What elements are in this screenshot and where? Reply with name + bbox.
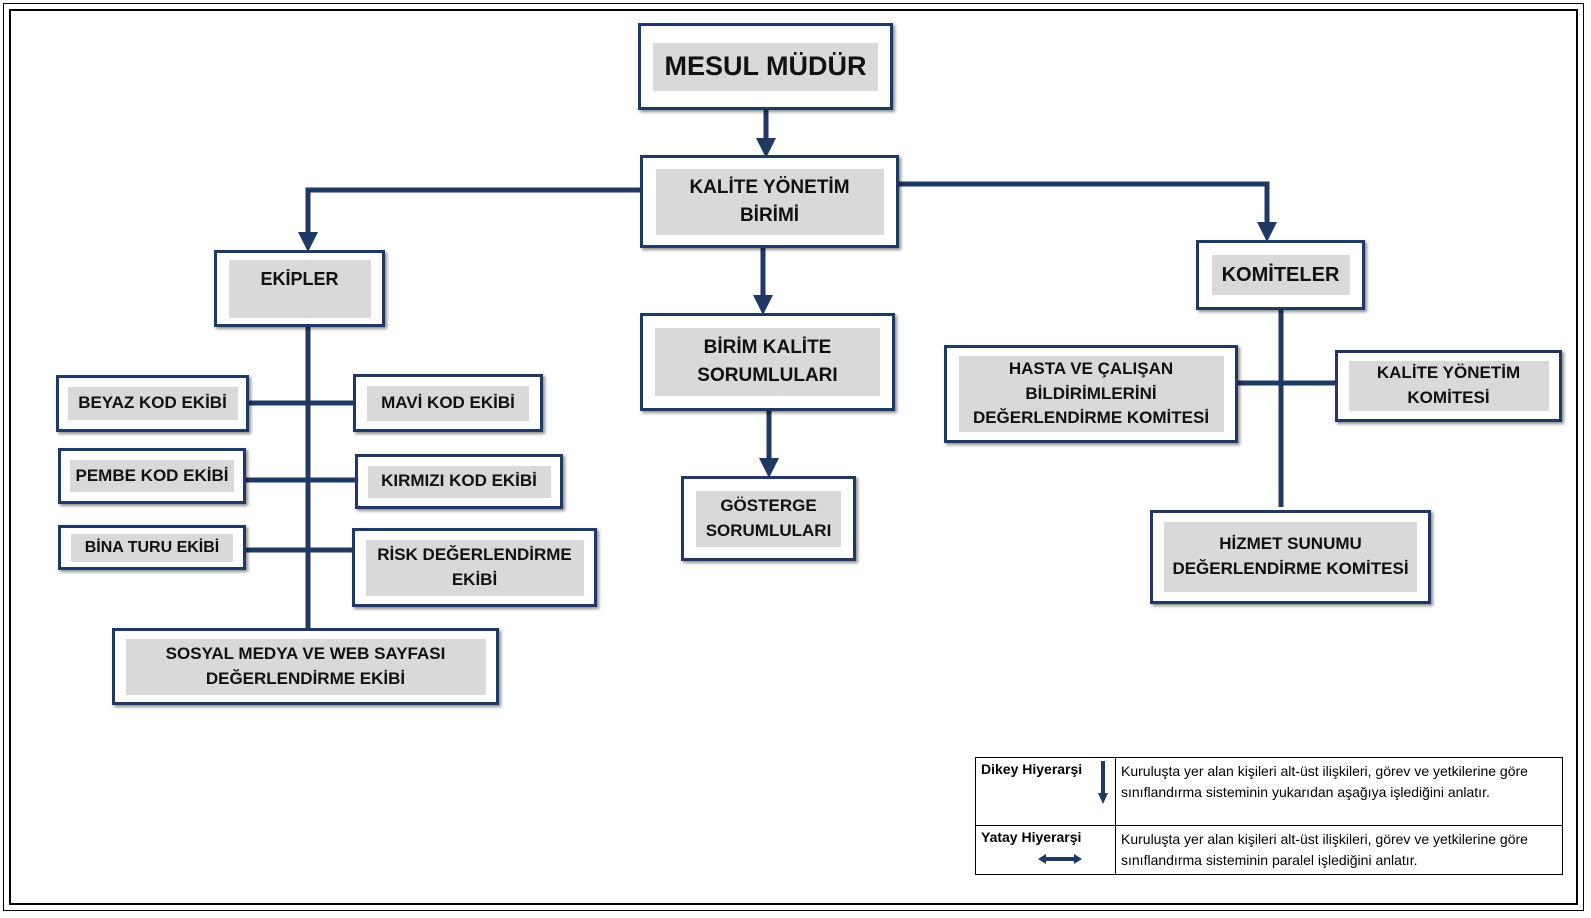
node-risk-degerlendirme-ekibi: RİSK DEĞERLENDİRME EKİBİ	[352, 528, 597, 607]
node-komiteler: KOMİTELER	[1196, 240, 1365, 310]
node-kalite-yonetim-birimi: KALİTE YÖNETİM BİRİMİ	[640, 155, 899, 248]
inner-frame	[9, 9, 1578, 905]
node-gosterge-sorumlulari: GÖSTERGE SORUMLULARI	[681, 476, 856, 561]
node-label: DEĞERLENDİRME KOMİTESİ	[1172, 559, 1409, 578]
node-label: KIRMIZI KOD EKİBİ	[367, 465, 551, 498]
node-pembe-kod-ekibi: PEMBE KOD EKİBİ	[58, 448, 246, 504]
node-hizmet-sunumu-komitesi: HİZMET SUNUMU DEĞERLENDİRME KOMİTESİ	[1150, 510, 1431, 604]
node-kirmizi-kod-ekibi: KIRMIZI KOD EKİBİ	[355, 454, 563, 509]
outer-frame	[3, 3, 1584, 911]
node-label: SOSYAL MEDYA VE WEB SAYFASI	[165, 643, 446, 663]
node-kalite-yonetim-komitesi: KALİTE YÖNETİM KOMİTESİ	[1335, 350, 1562, 422]
node-label: KOMİTELER	[1211, 255, 1350, 295]
legend-row-dikey: Dikey Hiyerarşi Kuruluşta yer alan kişil…	[975, 757, 1563, 826]
node-bina-turu-ekibi: BİNA TURU EKİBİ	[58, 525, 246, 570]
node-label: KALİTE YÖNETİM	[1376, 363, 1521, 383]
node-label: RİSK DEĞERLENDİRME	[377, 544, 572, 564]
down-arrow-icon	[1098, 761, 1108, 804]
node-label: BİNA TURU EKİBİ	[71, 533, 233, 562]
node-label: PEMBE KOD EKİBİ	[70, 460, 234, 492]
node-label: HİZMET SUNUMU	[1219, 534, 1362, 554]
node-hasta-calisan-komitesi: HASTA VE ÇALIŞAN BİLDİRİMLERİNİ DEĞERLEN…	[944, 345, 1238, 443]
node-label: EKİPLER	[228, 259, 371, 318]
node-beyaz-kod-ekibi: BEYAZ KOD EKİBİ	[56, 375, 249, 432]
legend-dikey-label: Dikey Hiyerarşi	[981, 761, 1083, 777]
node-label: KALİTE YÖNETİM	[689, 176, 850, 198]
legend-yatay-label: Yatay Hiyerarşi	[981, 829, 1082, 845]
legend-row-yatay: Yatay Hiyerarşi Kuruluşta yer alan kişil…	[975, 825, 1563, 875]
node-label: DEĞERLENDİRME KOMİTESİ	[972, 408, 1210, 428]
node-label: BİRİM KALİTE	[703, 337, 832, 359]
node-label: BEYAZ KOD EKİBİ	[67, 387, 238, 420]
node-label: SORUMLULARI	[697, 365, 838, 386]
node-sosyal-medya-ekibi: SOSYAL MEDYA VE WEB SAYFASI DEĞERLENDİRM…	[112, 628, 499, 705]
legend-table: Dikey Hiyerarşi Kuruluşta yer alan kişil…	[975, 757, 1563, 875]
node-label: GÖSTERGE	[720, 495, 817, 515]
node-label: EKİBİ	[451, 569, 498, 589]
legend-dikey-text: Kuruluşta yer alan kişileri alt-üst iliş…	[1115, 757, 1563, 826]
node-label: KOMİTESİ	[1407, 388, 1490, 407]
node-label: MAVİ KOD EKİBİ	[367, 385, 529, 421]
node-mesul-mudur: MESUL MÜDÜR	[638, 23, 893, 110]
arrow-kalite-ekipler	[298, 187, 642, 252]
node-label: BİRİMİ	[739, 204, 800, 226]
legend-yatay-text: Kuruluşta yer alan kişileri alt-üst iliş…	[1115, 825, 1563, 875]
double-arrow-icon	[1038, 854, 1082, 864]
node-mavi-kod-ekibi: MAVİ KOD EKİBİ	[353, 374, 543, 432]
node-label: HASTA VE ÇALIŞAN	[1008, 359, 1174, 379]
node-label: DEĞERLENDİRME EKİBİ	[205, 668, 406, 688]
node-label: MESUL MÜDÜR	[653, 42, 878, 91]
arrow-kalite-komiteler	[898, 181, 1277, 242]
node-ekipler: EKİPLER	[214, 250, 385, 327]
node-label: BİLDİRİMLERİNİ	[1025, 383, 1157, 403]
node-birim-kalite-sorumlulari: BİRİM KALİTE SORUMLULARI	[640, 313, 895, 411]
node-label: SORUMLULARI	[705, 520, 832, 540]
